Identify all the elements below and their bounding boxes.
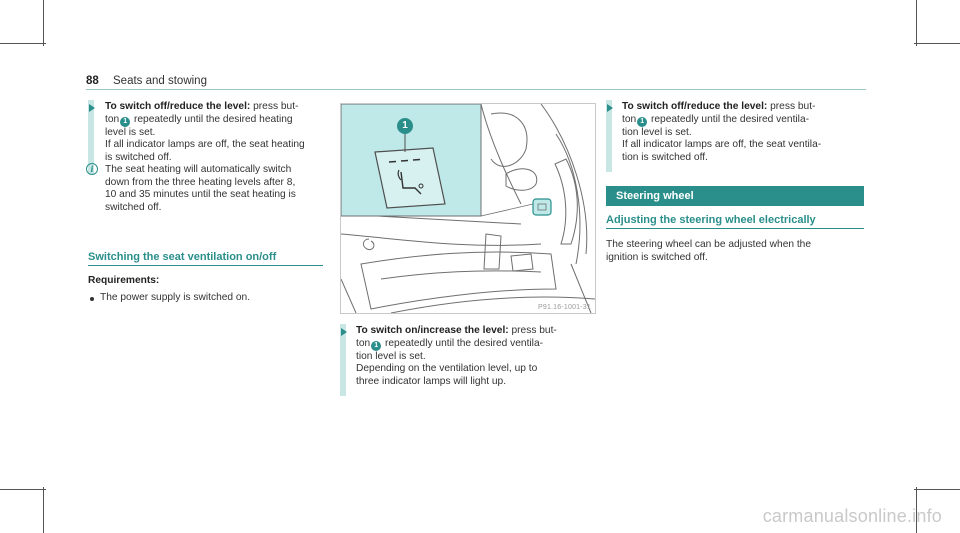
crop-mark-tr-h: [914, 43, 960, 44]
crop-mark-tl-h: [0, 43, 46, 44]
callout-marker: [397, 118, 413, 134]
header-rule: [86, 89, 866, 90]
info-icon: i: [86, 163, 98, 175]
step-arrow-icon: [341, 328, 347, 336]
section-heading-ventilation: Switching the seat ventilation on/off: [88, 251, 277, 263]
step-label: To switch off/reduce the level:: [105, 101, 251, 112]
instruction-step-ventilation-on: To switch on/increase the level: press b…: [356, 325, 557, 387]
step-label: To switch on/increase the level:: [356, 325, 509, 336]
figure-callout-number: 1: [402, 120, 408, 131]
info-note: The seat heating will automatically swit…: [105, 164, 296, 213]
site-watermark: carmanualsonline.info: [762, 506, 942, 526]
bullet-icon: [90, 297, 94, 301]
requirements-label: Requirements:: [88, 275, 160, 286]
callout-badge: 1: [120, 116, 131, 127]
instruction-bar: [340, 324, 346, 396]
door-panel-illustration: [341, 104, 595, 313]
crop-mark-br-v: [916, 487, 917, 533]
callout-badge: 1: [371, 340, 382, 351]
page-number: 88: [86, 75, 99, 87]
step-arrow-icon: [89, 104, 95, 112]
section-title: Steering wheel: [616, 190, 694, 202]
callout-badge: 1: [637, 116, 648, 127]
instruction-bar: [88, 100, 94, 174]
figure-code: P91.16-1001-31: [537, 304, 591, 311]
instruction-step-heating-off: To switch off/reduce the level: press bu…: [105, 101, 305, 163]
crop-mark-bl-h: [0, 489, 46, 490]
heading-rule: [88, 265, 323, 266]
crop-mark-br-h: [914, 489, 960, 490]
instruction-bar: [606, 100, 612, 172]
crop-mark-tr-v: [916, 0, 917, 46]
instruction-step-ventilation-off: To switch off/reduce the level: press bu…: [622, 101, 822, 163]
requirement-item: The power supply is switched on.: [100, 292, 251, 303]
crop-mark-tl-v: [43, 0, 44, 46]
page-title: Seats and stowing: [113, 75, 207, 87]
paragraph-steering: The steering wheel can be adjusted when …: [606, 239, 812, 263]
figure-seat-ventilation-button: 1 P91.16-1001-31: [340, 103, 596, 314]
step-label: To switch off/reduce the level:: [622, 101, 768, 112]
step-arrow-icon: [607, 104, 613, 112]
subsection-heading: Adjusting the steering wheel electricall…: [606, 214, 816, 226]
crop-mark-bl-v: [43, 487, 44, 533]
section-title-bar: Steering wheel: [606, 186, 864, 206]
heading-rule: [606, 228, 864, 229]
